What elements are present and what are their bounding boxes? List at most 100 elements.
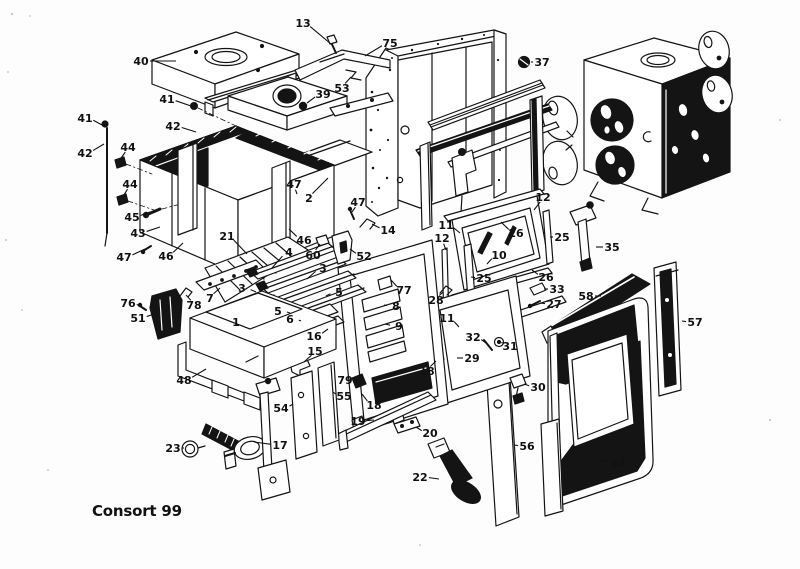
svg-text:15: 15 [307,345,322,358]
svg-text:11: 11 [438,219,453,232]
svg-text:29: 29 [464,352,479,365]
latch-plate-20 [393,416,421,434]
dome-bolt-37 [517,55,531,69]
stone-door-34 [547,297,654,507]
part-label-7: 7 [206,287,221,305]
part-label-18: 18 [361,393,382,412]
link-plate-55 [317,361,340,447]
part-label-11: 11 [439,312,460,328]
part-label-5: 5 [274,305,291,318]
side-panel-56 [486,376,564,527]
part-label-26: 26 [531,269,554,284]
part-label-51: 51 [130,312,155,325]
part-label-76: 76 [120,297,141,310]
part-label-48: 48 [176,368,207,387]
svg-text:5: 5 [274,305,282,318]
svg-text:58: 58 [578,290,593,303]
part-label-3: 3 [306,262,327,280]
bracket-51 [149,288,183,340]
svg-text:19: 19 [350,415,365,428]
part-label-40: 40 [133,55,176,68]
part-label-41: 41 [159,93,192,107]
part-label-10: 10 [486,249,507,265]
part-label-54: 54 [273,402,294,415]
stone-column-57 [653,261,682,397]
part-label-28: 28 [428,291,444,307]
part-label-1: 1 [232,316,240,329]
part-label-3: 3 [238,282,257,295]
part-label-4: 4 [271,246,293,269]
svg-text:30: 30 [530,381,546,394]
channel-tray-19 [337,391,437,451]
svg-text:55: 55 [336,390,351,403]
svg-text:20: 20 [422,427,438,440]
svg-text:79: 79 [337,374,352,387]
trim-strip-75 [294,49,391,81]
svg-text:7: 7 [206,292,214,305]
pin-13 [326,34,338,54]
svg-text:57: 57 [687,316,702,329]
ash-pan-48 [177,341,261,411]
svg-text:18: 18 [419,365,434,378]
svg-text:45: 45 [124,211,139,224]
part-label-45: 45 [124,211,151,224]
part-label-19: 19 [350,415,375,428]
svg-text:41: 41 [77,112,92,125]
svg-text:53: 53 [334,82,349,95]
part-label-77: 77 [390,279,412,297]
svg-text:3: 3 [319,262,327,275]
part-label-44: 44 [118,141,136,162]
top-plate-40 [151,31,309,117]
svg-text:10: 10 [491,249,507,262]
diagram-title: Consort 99 [92,502,182,520]
part-label-32: 32 [465,331,487,344]
blanking-plates [542,30,733,186]
svg-text:40: 40 [133,55,149,68]
svg-text:52: 52 [356,250,371,263]
svg-text:42: 42 [165,120,180,133]
part-label-58: 58 [578,290,601,303]
part-label-25: 25 [550,231,570,244]
screw-76 [137,302,147,311]
clip-78 [179,287,193,298]
svg-text:6: 6 [286,313,294,326]
svg-text:11: 11 [439,312,454,325]
svg-text:33: 33 [549,283,564,296]
part-label-15: 15 [303,345,323,363]
part-label-46: 46 [158,242,184,263]
part-label-75: 75 [364,37,398,57]
svg-text:47: 47 [116,251,131,264]
svg-text:77: 77 [396,284,411,297]
svg-text:18: 18 [366,399,381,412]
svg-text:46: 46 [158,250,174,263]
svg-text:12: 12 [434,232,449,245]
svg-text:32: 32 [465,331,480,344]
svg-text:9: 9 [395,320,403,333]
part-label-9: 9 [384,320,403,333]
part-label-46: 46 [288,228,312,247]
stone-speckle [369,34,501,203]
part-label-30: 30 [523,381,546,394]
air-control-panel [337,239,449,435]
svg-text:75: 75 [382,37,397,50]
part-label-56: 56 [513,440,535,453]
svg-text:27: 27 [546,298,561,311]
svg-text:41: 41 [159,93,174,106]
part-label-33: 33 [544,283,565,296]
part-label-47: 47 [116,248,146,264]
svg-text:25: 25 [554,231,569,244]
svg-text:17: 17 [272,439,287,452]
hinge-bracket-35 [569,201,597,272]
flue-collar-plate-39 [227,76,394,131]
svg-text:39: 39 [315,88,330,101]
part-label-22: 22 [412,471,440,484]
part-label-5: 5 [325,286,343,299]
part-label-47: 47 [286,178,302,195]
part-label-78: 78 [185,294,202,312]
svg-text:54: 54 [273,402,289,415]
part-label-20: 20 [415,426,438,440]
part-label-31: 31 [501,340,518,353]
svg-text:2: 2 [305,192,313,205]
svg-text:25: 25 [476,272,491,285]
